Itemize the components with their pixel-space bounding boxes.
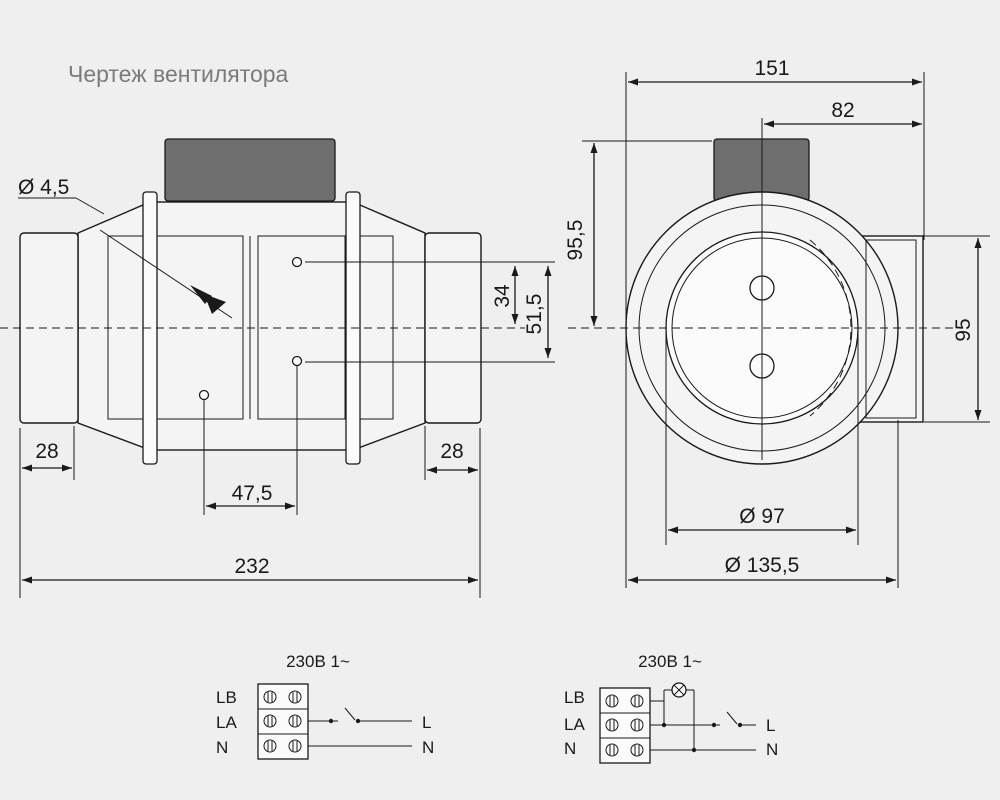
total-length-dim: 232	[234, 555, 269, 578]
terminal-box	[164, 138, 336, 202]
supply-label: 230В 1~	[638, 652, 702, 671]
height-dim: 95,5	[564, 220, 587, 261]
terminal-label-n: N	[216, 738, 228, 757]
half-width-dim: 82	[831, 99, 854, 122]
terminal-label-lb: LB	[216, 688, 237, 707]
hole-gap-dim: 47,5	[232, 482, 273, 505]
output-label-n: N	[422, 738, 434, 757]
terminal-block	[257, 683, 309, 760]
mount-hole	[291, 355, 303, 367]
outer-diameter-dim: Ø 135,5	[725, 554, 800, 577]
output-label-l: L	[422, 713, 431, 732]
output-label-l: L	[766, 716, 775, 735]
inner-diameter-dim: Ø 97	[739, 505, 785, 528]
fan-front-view: 151 82 95,5 95 Ø 97 Ø 135,5	[564, 57, 990, 588]
hole-diameter-label: Ø 4,5	[18, 176, 69, 199]
fan-side-view: Ø 4,5 34 51,5 28 28 47,5 232	[0, 138, 555, 598]
output-label-n: N	[766, 740, 778, 759]
right-taper	[352, 200, 426, 452]
motor-housing	[149, 201, 354, 451]
terminal-label-n: N	[564, 739, 576, 758]
mount-hole	[198, 389, 210, 401]
hole-offset-label: 51,5	[523, 294, 546, 335]
drawing-title: Чертеж вентилятора	[68, 61, 289, 87]
right-collar-dim: 28	[440, 440, 463, 463]
terminal-block	[599, 687, 651, 764]
terminal-label-la: LA	[564, 715, 585, 734]
left-collar-dim: 28	[35, 440, 58, 463]
supply-label: 230В 1~	[286, 652, 350, 671]
width-dim: 151	[754, 57, 789, 80]
hole-pitch-label: 34	[491, 284, 514, 308]
mount-hole	[291, 256, 303, 268]
wiring-diagram-right: 230В 1~ LB LA N L N	[564, 652, 778, 764]
wiring-diagram-left: 230В 1~ LB LA N L N	[216, 652, 434, 760]
terminal-label-la: LA	[216, 713, 237, 732]
box-height-dim: 95	[952, 318, 975, 341]
terminal-label-lb: LB	[564, 688, 585, 707]
